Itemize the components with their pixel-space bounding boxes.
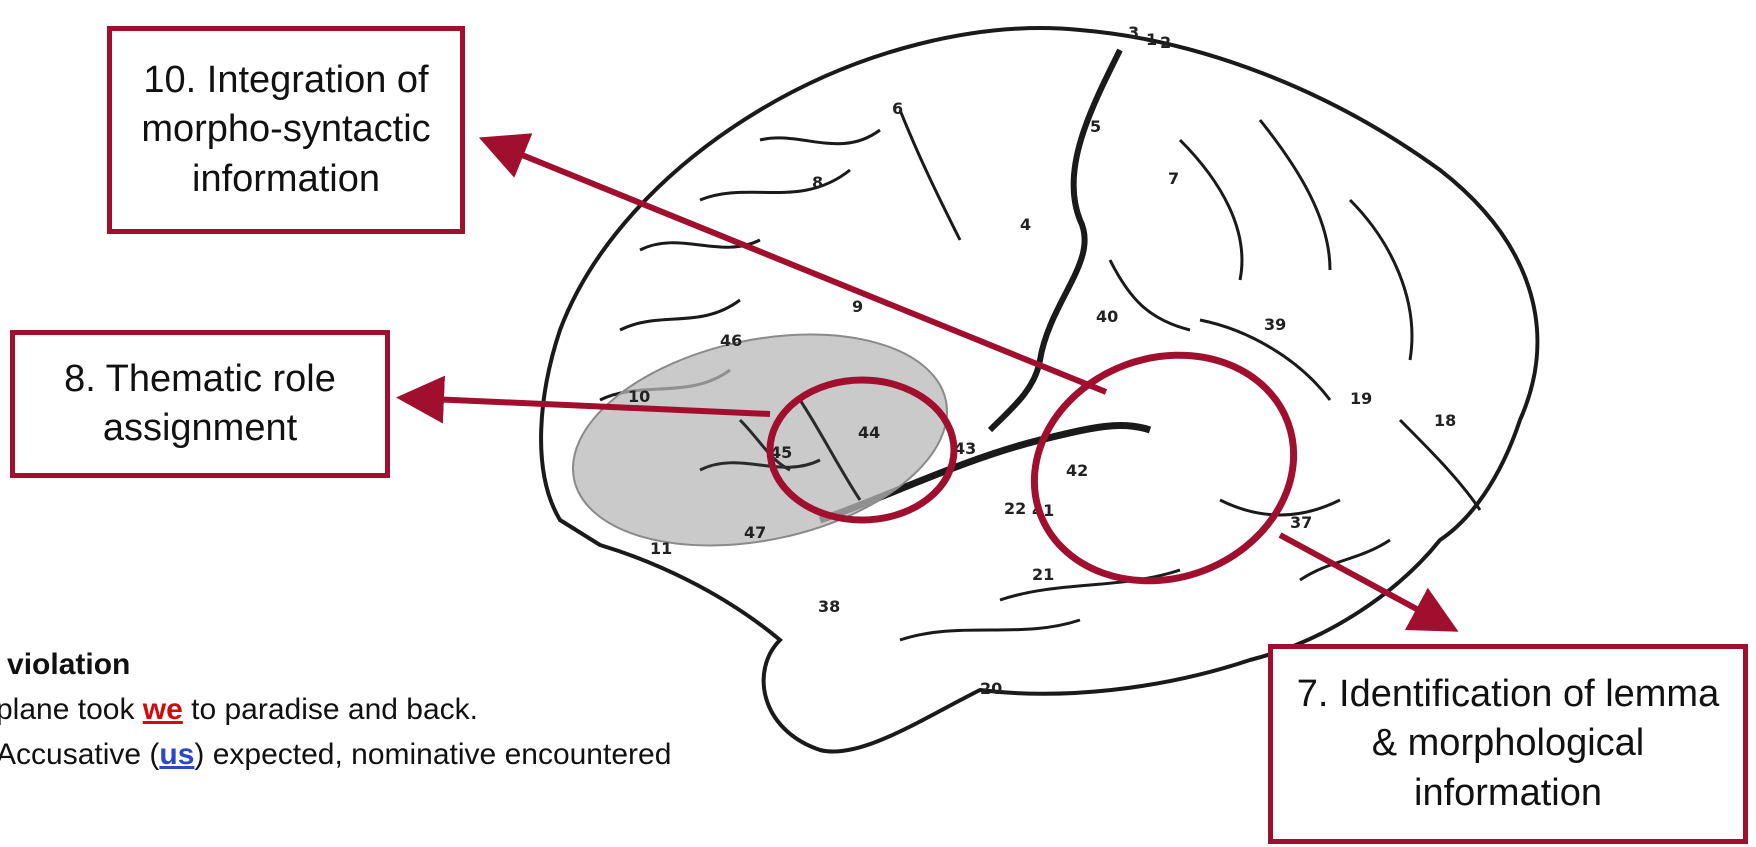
svg-text:45: 45 xyxy=(770,443,792,462)
identification-callout: 7. Identification of lemma & morphologic… xyxy=(1268,644,1748,844)
svg-text:40: 40 xyxy=(1096,307,1118,326)
note-expected-word: us xyxy=(159,738,195,771)
svg-text:21: 21 xyxy=(1032,565,1054,584)
svg-text:8: 8 xyxy=(812,173,823,192)
violation-example: e violation plane took we to paradise an… xyxy=(0,642,671,777)
svg-text:11: 11 xyxy=(650,539,672,558)
svg-text:19: 19 xyxy=(1350,389,1372,408)
svg-text:44: 44 xyxy=(858,423,880,442)
broca-sulci xyxy=(699,399,862,501)
svg-text:10: 10 xyxy=(628,387,650,406)
broca-highlight-ellipse xyxy=(766,376,958,524)
svg-text:22: 22 xyxy=(1004,499,1026,518)
svg-text:20: 20 xyxy=(980,679,1002,698)
svg-text:6: 6 xyxy=(892,99,903,118)
svg-text:5: 5 xyxy=(1090,117,1101,136)
svg-text:38: 38 xyxy=(818,597,840,616)
broca-area-shading xyxy=(571,333,949,547)
sentence-after: to paradise and back. xyxy=(182,693,479,726)
violation-note: Accusative (us) expected, nominative enc… xyxy=(0,732,671,777)
svg-text:9: 9 xyxy=(852,297,863,316)
note-after: ) expected, nominative encountered xyxy=(194,738,672,771)
wernicke-highlight-ellipse xyxy=(1030,351,1298,585)
integration-callout: 10. Integration of morpho-syntactic info… xyxy=(107,26,465,234)
violation-sentence: plane took we to paradise and back. xyxy=(0,687,671,732)
integration-callout-text: 10. Integration of morpho-syntactic info… xyxy=(141,58,431,200)
svg-text:2: 2 xyxy=(1160,33,1171,52)
arrow-to-thematic xyxy=(396,375,771,424)
svg-text:47: 47 xyxy=(744,523,766,542)
svg-text:4: 4 xyxy=(1020,215,1031,234)
svg-text:46: 46 xyxy=(720,331,742,350)
svg-text:37: 37 xyxy=(1290,513,1312,532)
central-sulcus xyxy=(987,48,1123,433)
brain-outline xyxy=(539,26,1540,754)
svg-text:18: 18 xyxy=(1434,411,1456,430)
arrow-to-identification xyxy=(1278,532,1459,632)
identification-callout-text: 7. Identification of lemma & morphologic… xyxy=(1296,672,1720,814)
note-before: Accusative ( xyxy=(0,738,160,771)
thematic-callout-text: 8. Thematic role assignment xyxy=(64,357,336,449)
svg-text:42: 42 xyxy=(1066,461,1088,480)
arrow-to-integration xyxy=(478,133,1108,395)
svg-text:7: 7 xyxy=(1168,169,1179,188)
thematic-callout: 8. Thematic role assignment xyxy=(10,330,390,478)
svg-text:1: 1 xyxy=(1146,30,1157,49)
violation-heading: e violation xyxy=(0,648,131,681)
svg-text:39: 39 xyxy=(1264,315,1286,334)
svg-text:43: 43 xyxy=(954,439,976,458)
sentence-error-word: we xyxy=(142,693,183,726)
svg-text:3: 3 xyxy=(1128,23,1139,42)
sentence-before: plane took xyxy=(0,693,143,726)
